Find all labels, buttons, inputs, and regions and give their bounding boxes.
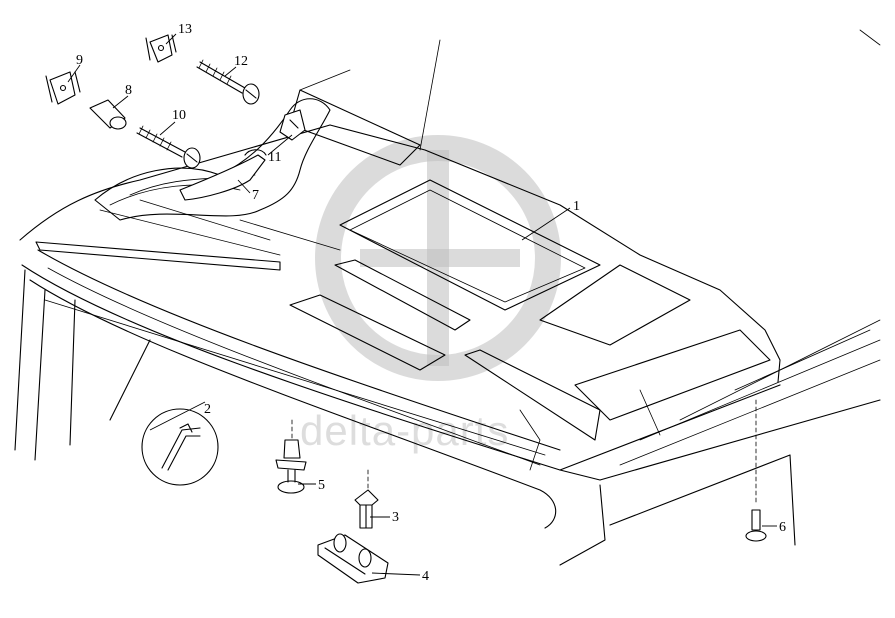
callout-2: 2 [204,402,211,417]
callout-10: 10 [172,108,186,123]
callout-3: 3 [392,510,399,525]
callout-11: 11 [268,150,281,165]
callout-7: 7 [252,188,259,203]
callout-12: 12 [234,54,248,69]
part-4-housing [317,533,389,584]
part-8-spacer [89,99,127,130]
callout-13: 13 [178,22,192,37]
callout-8: 8 [125,83,132,98]
part-13-clip-nut [145,34,177,63]
part-6-screw [745,399,767,542]
part-9-clip-nut [45,71,81,105]
callout-labels: 1 2 3 4 5 6 7 8 9 10 11 12 13 [76,22,786,584]
leader-lines [67,33,777,576]
part-3-rivet [354,469,379,529]
callout-5: 5 [318,478,325,493]
watermark-logo: delta-parts [300,135,561,454]
callout-6: 6 [779,520,786,535]
callout-1: 1 [573,199,580,214]
roof-body-outline [14,29,881,566]
part-12-screw [196,59,260,105]
detail-inset [141,408,219,486]
watermark-text: delta-parts [300,407,509,454]
part-5-rivet [275,419,307,494]
callout-4: 4 [422,569,429,584]
callout-9: 9 [76,53,83,68]
part-7-bracket [179,149,267,201]
part-10-screw [136,125,201,169]
part-11-clip [279,109,306,141]
